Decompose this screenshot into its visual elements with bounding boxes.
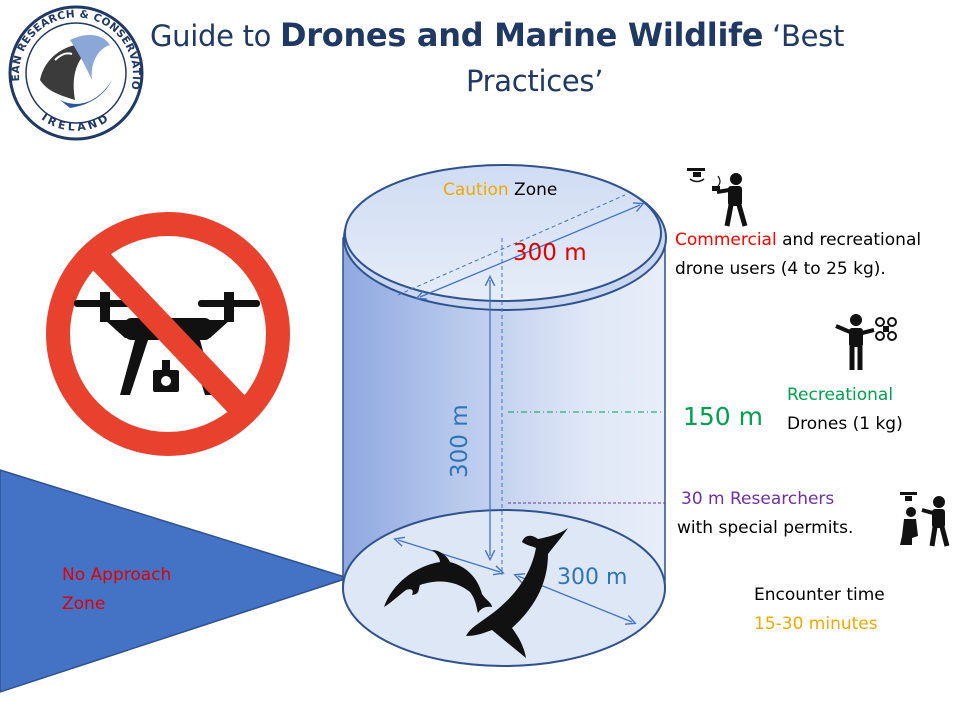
encounter-time: 15-30 minutes — [754, 614, 878, 634]
page-title-line2: Practices’ — [466, 64, 604, 98]
height-label: 300 m — [447, 404, 473, 478]
no-drone-sign — [46, 212, 290, 456]
zone-word: Zone — [508, 180, 558, 200]
whale-icon — [466, 528, 568, 658]
commercial-label: Commercial and recreational — [675, 230, 921, 250]
title-bold: Drones and Marine Wildlife — [280, 16, 764, 54]
commercial-label-line2: drone users (4 to 25 kg). — [675, 259, 886, 279]
recreational-label-line2: Drones (1 kg) — [787, 414, 903, 434]
researcher-label-line2: with special permits. — [677, 518, 854, 538]
cylinder — [342, 164, 667, 667]
recreational-distance: 150 m — [683, 402, 764, 431]
top-diameter-label: 300 m — [513, 240, 587, 266]
no-approach-label: No Approach — [62, 565, 172, 585]
recreational-drone-user-icon — [835, 314, 897, 370]
title-prefix: Guide to — [150, 19, 281, 53]
researcher-label: 30 m Researchers — [681, 489, 835, 509]
dolphin-icon — [384, 550, 492, 613]
commercial-word: Commercial — [675, 230, 777, 250]
commercial-rest: and recreational — [776, 230, 922, 250]
page-title: Guide to Drones and Marine Wildlife ‘Bes… — [150, 16, 844, 54]
no-approach-label-line2: Zone — [62, 594, 106, 614]
no-approach-wedge — [0, 469, 351, 693]
commercial-drone-user-icon — [687, 168, 748, 227]
drone-icon — [74, 292, 260, 395]
caution-zone-label: Caution Zone — [443, 180, 557, 200]
orci-logo: OCEAN RESEARCH & CONSERVATION IRELAND — [0, 0, 144, 141]
recreational-label: Recreational — [787, 385, 894, 405]
caution-word: Caution — [443, 180, 509, 200]
bottom-diameter-label: 300 m — [557, 565, 628, 590]
title-suffix: ‘Best — [763, 19, 845, 53]
researcher-icon — [900, 492, 950, 547]
encounter-label: Encounter time — [754, 585, 885, 605]
